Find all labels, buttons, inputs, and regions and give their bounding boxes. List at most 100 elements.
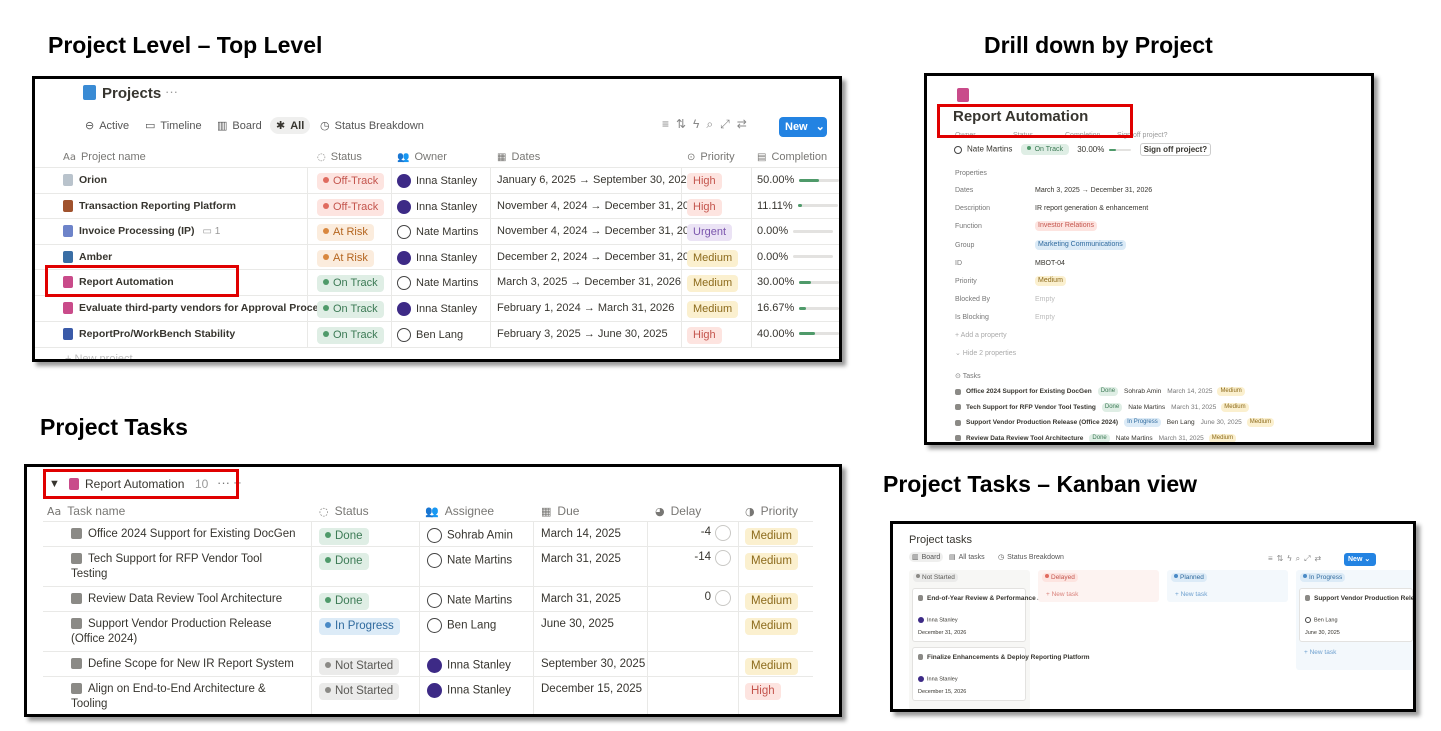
- due-cell[interactable]: March 14, 2025: [541, 528, 621, 540]
- property-value[interactable]: Empty: [1035, 314, 1055, 322]
- assignee-cell[interactable]: Sohrab Amin: [427, 528, 513, 543]
- column-header[interactable]: ⊙Priority: [687, 151, 735, 163]
- add-property-button[interactable]: + Add a property: [955, 332, 1007, 339]
- property-value[interactable]: March 3, 2025 → December 31, 2026: [1035, 187, 1153, 194]
- property-value[interactable]: Medium: [1035, 276, 1066, 286]
- status-badge[interactable]: In Progress: [1124, 418, 1161, 427]
- assignee-cell[interactable]: Ben Lang: [427, 618, 496, 633]
- priority-badge[interactable]: Urgent: [687, 224, 733, 242]
- task-name-cell[interactable]: Review Data Review Tool Architecture: [71, 592, 301, 607]
- status-badge[interactable]: On Track: [317, 326, 384, 344]
- project-name-cell[interactable]: Amber: [63, 251, 112, 263]
- dates-cell[interactable]: November 4, 2024 → December 31, 2026: [497, 199, 702, 212]
- owner-cell[interactable]: Inna Stanley: [397, 199, 477, 214]
- kanban-card[interactable]: Finalize Enhancements & Deploy Reporting…: [912, 647, 1090, 701]
- column-status-badge[interactable]: Delayed: [1042, 573, 1078, 582]
- new-task-button[interactable]: + New task: [1304, 649, 1337, 656]
- status-badge[interactable]: On Track: [317, 275, 384, 293]
- new-task-button[interactable]: + New task: [1046, 591, 1079, 598]
- toolbar-icons[interactable]: ≡⇅ϟ⌕⤢⇄: [662, 117, 754, 131]
- view-tab-all-tasks[interactable]: ▤All tasks: [949, 553, 985, 561]
- property-value[interactable]: Empty: [1035, 296, 1055, 304]
- assignee-cell[interactable]: Nate Martins: [427, 593, 512, 608]
- column-status-badge[interactable]: Not Started: [913, 573, 958, 582]
- assignee-cell[interactable]: Inna Stanley: [427, 658, 511, 673]
- priority-badge[interactable]: Medium: [745, 593, 798, 610]
- priority-badge[interactable]: Medium: [745, 528, 798, 545]
- project-name-cell[interactable]: Transaction Reporting Platform: [63, 200, 236, 212]
- priority-badge[interactable]: Medium: [687, 275, 739, 293]
- assignee-cell[interactable]: Inna Stanley: [427, 683, 511, 698]
- dates-cell[interactable]: February 1, 2024 → March 31, 2026: [497, 302, 675, 314]
- priority-badge[interactable]: Medium: [1217, 387, 1245, 396]
- status-badge[interactable]: On Track: [317, 301, 384, 318]
- property-value[interactable]: MBOT-04: [1035, 259, 1065, 267]
- owner-cell[interactable]: Inna Stanley: [397, 174, 477, 188]
- status-badge[interactable]: Done: [319, 553, 369, 570]
- property-value[interactable]: Marketing Communications: [1035, 239, 1126, 250]
- project-name-cell[interactable]: Invoice Processing (IP)▭ 1: [63, 225, 220, 238]
- priority-badge[interactable]: High: [745, 683, 781, 700]
- column-header[interactable]: ▦Dates: [497, 151, 540, 163]
- status-badge[interactable]: Done: [319, 593, 369, 610]
- task-name-cell[interactable]: Tech Support for RFP Vendor Tool Testing: [71, 552, 301, 582]
- owner-cell[interactable]: Inna Stanley: [397, 250, 477, 265]
- column-header[interactable]: ◑Priority: [745, 504, 798, 518]
- task-name-cell[interactable]: Define Scope for New IR Report System: [71, 657, 301, 672]
- status-badge[interactable]: At Risk: [317, 224, 374, 242]
- dates-cell[interactable]: December 2, 2024 → December 31, 2026: [497, 250, 702, 263]
- kanban-card[interactable]: End-of-Year Review & Performance Analysi…: [912, 588, 1064, 642]
- priority-badge[interactable]: High: [687, 173, 722, 190]
- project-name-cell[interactable]: Orion: [63, 174, 107, 187]
- column-header[interactable]: ◌Status: [319, 504, 369, 518]
- dates-cell[interactable]: February 3, 2025 → June 30, 2025: [497, 327, 668, 340]
- task-name-cell[interactable]: Support Vendor Production Release (Offic…: [71, 617, 301, 647]
- view-tab-status-breakdown[interactable]: ◷Status Breakdown: [320, 119, 424, 132]
- view-tab-timeline[interactable]: ▭Timeline: [145, 119, 202, 132]
- status-badge[interactable]: Done: [1089, 433, 1110, 442]
- dates-cell[interactable]: January 6, 2025 → September 30, 2025: [497, 174, 693, 186]
- status-badge[interactable]: Done: [1097, 387, 1119, 396]
- column-header[interactable]: ▦Due: [541, 504, 579, 518]
- view-tab-all[interactable]: ✱All: [270, 117, 311, 134]
- owner-cell[interactable]: Nate Martins: [397, 276, 478, 291]
- assignee-cell[interactable]: Nate Martins: [427, 553, 512, 568]
- dates-cell[interactable]: November 4, 2024 → December 31, 2026: [497, 225, 702, 238]
- priority-badge[interactable]: Medium: [1221, 402, 1249, 412]
- column-header[interactable]: ◕Delay: [655, 504, 701, 518]
- owner-cell[interactable]: Inna Stanley: [397, 302, 477, 316]
- signoff-button[interactable]: Sign off project?: [1139, 142, 1212, 156]
- property-value[interactable]: Investor Relations: [1035, 221, 1098, 232]
- hide-properties-button[interactable]: ⌄ Hide 2 properties: [955, 350, 1017, 357]
- project-name-cell[interactable]: Report Automation: [63, 276, 174, 289]
- new-project-button[interactable]: + New project: [65, 353, 133, 362]
- table-row[interactable]: Evaluate third-party vendors for Approva…: [35, 298, 839, 320]
- new-task-button[interactable]: + New task: [1175, 591, 1208, 598]
- due-cell[interactable]: March 31, 2025: [541, 553, 621, 565]
- task-row[interactable]: Support Vendor Production Release (Offic…: [955, 418, 1275, 427]
- more-icon[interactable]: ···: [165, 84, 178, 99]
- column-header[interactable]: 👥Owner: [397, 151, 447, 163]
- toolbar-icons[interactable]: ≡⇅ϟ⌕⤢⇄: [1268, 554, 1326, 563]
- status-badge[interactable]: Not Started: [319, 658, 400, 675]
- due-cell[interactable]: March 31, 2025: [541, 593, 621, 605]
- priority-badge[interactable]: Medium: [745, 553, 798, 570]
- due-cell[interactable]: June 30, 2025: [541, 618, 614, 630]
- status-badge[interactable]: Done: [1101, 402, 1123, 412]
- project-name-cell[interactable]: Evaluate third-party vendors for Approva…: [63, 302, 330, 315]
- task-name-cell[interactable]: Align on End-to-End Architecture & Tooli…: [71, 682, 301, 712]
- more-icon[interactable]: ··· +: [217, 475, 242, 490]
- priority-badge[interactable]: Medium: [687, 301, 739, 318]
- group-title[interactable]: Report Automation: [85, 477, 185, 491]
- column-header[interactable]: ◌Status: [317, 151, 362, 163]
- view-tab-active[interactable]: ⊖Active: [85, 119, 129, 132]
